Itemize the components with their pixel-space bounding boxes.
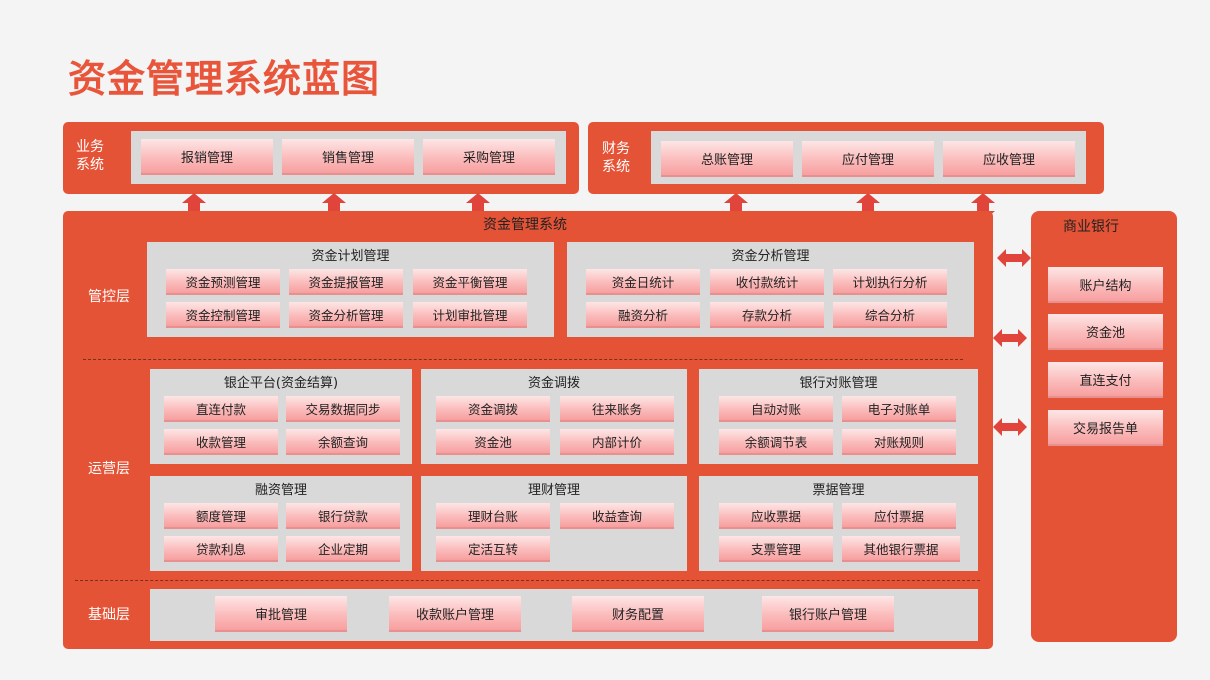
bills-group-title: 票据管理 — [812, 483, 865, 498]
business-item[interactable]: 采购管理 — [423, 139, 555, 175]
bank-item[interactable]: 资金池 — [1048, 314, 1163, 350]
business-item[interactable]: 销售管理 — [282, 139, 414, 175]
financing-item[interactable]: 银行贷款 — [286, 503, 400, 529]
financing-item[interactable]: 企业定期 — [286, 536, 400, 562]
bank-title: 商业银行 — [1063, 219, 1119, 235]
base-item[interactable]: 收款账户管理 — [389, 596, 521, 632]
recon-item[interactable]: 电子对账单 — [842, 396, 956, 422]
transfer-item[interactable]: 资金调拨 — [436, 396, 550, 422]
finance-item[interactable]: 应付管理 — [802, 141, 934, 177]
page-title: 资金管理系统蓝图 — [68, 57, 381, 101]
double-arrow-icon — [993, 329, 1027, 347]
plan-item[interactable]: 资金提报管理 — [289, 269, 403, 295]
financing-item[interactable]: 额度管理 — [164, 503, 278, 529]
layer-label-control: 管控层 — [88, 289, 130, 305]
bank-item[interactable]: 账户结构 — [1048, 267, 1163, 303]
analysis-item[interactable]: 收付款统计 — [710, 269, 824, 295]
wealth-item[interactable]: 理财台账 — [436, 503, 550, 529]
transfer-item[interactable]: 往来账务 — [560, 396, 674, 422]
transfer-group-title: 资金调拨 — [527, 376, 580, 391]
layer-label-operation: 运营层 — [88, 461, 130, 477]
base-item[interactable]: 审批管理 — [215, 596, 347, 632]
business-system-label: 业务 系统 — [76, 139, 104, 173]
recon-item[interactable]: 对账规则 — [842, 429, 956, 455]
plan-item[interactable]: 资金分析管理 — [289, 302, 403, 328]
plan-item[interactable]: 资金控制管理 — [166, 302, 280, 328]
plan-group-title: 资金计划管理 — [311, 249, 390, 264]
finance-system-label: 财务 系统 — [602, 141, 630, 175]
recon-group-title: 银行对账管理 — [799, 376, 878, 391]
bills-item[interactable]: 应付票据 — [842, 503, 956, 529]
plan-item[interactable]: 资金预测管理 — [166, 269, 280, 295]
funds-system-title: 资金管理系统 — [483, 217, 567, 233]
analysis-item[interactable]: 计划执行分析 — [833, 269, 947, 295]
settle-group-title: 银企平台(资金结算) — [223, 376, 339, 391]
analysis-item[interactable]: 综合分析 — [833, 302, 947, 328]
financing-group-title: 融资管理 — [254, 483, 307, 498]
double-arrow-icon — [993, 418, 1027, 436]
settle-item[interactable]: 收款管理 — [164, 429, 278, 455]
base-item[interactable]: 财务配置 — [572, 596, 704, 632]
layer-label-base: 基础层 — [88, 607, 130, 623]
finance-item[interactable]: 应收管理 — [943, 141, 1075, 177]
recon-item[interactable]: 余额调节表 — [719, 429, 833, 455]
financing-item[interactable]: 贷款利息 — [164, 536, 278, 562]
settle-item[interactable]: 直连付款 — [164, 396, 278, 422]
plan-item[interactable]: 计划审批管理 — [413, 302, 527, 328]
settle-item[interactable]: 交易数据同步 — [286, 396, 400, 422]
business-item[interactable]: 报销管理 — [141, 139, 273, 175]
bank-item[interactable]: 交易报告单 — [1048, 410, 1163, 446]
analysis-item[interactable]: 资金日统计 — [586, 269, 700, 295]
transfer-item[interactable]: 资金池 — [436, 429, 550, 455]
transfer-item[interactable]: 内部计价 — [560, 429, 674, 455]
analysis-group-title: 资金分析管理 — [731, 249, 810, 264]
double-arrow-icon — [997, 249, 1031, 267]
wealth-item[interactable]: 定活互转 — [436, 536, 550, 562]
wealth-item[interactable]: 收益查询 — [560, 503, 674, 529]
layer-divider — [83, 359, 963, 360]
bank-item[interactable]: 直连支付 — [1048, 362, 1163, 398]
bills-item[interactable]: 应收票据 — [719, 503, 833, 529]
analysis-item[interactable]: 融资分析 — [586, 302, 700, 328]
base-item[interactable]: 银行账户管理 — [762, 596, 894, 632]
bills-item[interactable]: 支票管理 — [719, 536, 833, 562]
settle-item[interactable]: 余额查询 — [286, 429, 400, 455]
layer-divider — [75, 580, 980, 581]
recon-item[interactable]: 自动对账 — [719, 396, 833, 422]
bills-item[interactable]: 其他银行票据 — [842, 536, 960, 562]
wealth-group-title: 理财管理 — [527, 483, 580, 498]
finance-item[interactable]: 总账管理 — [661, 141, 793, 177]
analysis-item[interactable]: 存款分析 — [710, 302, 824, 328]
plan-item[interactable]: 资金平衡管理 — [413, 269, 527, 295]
